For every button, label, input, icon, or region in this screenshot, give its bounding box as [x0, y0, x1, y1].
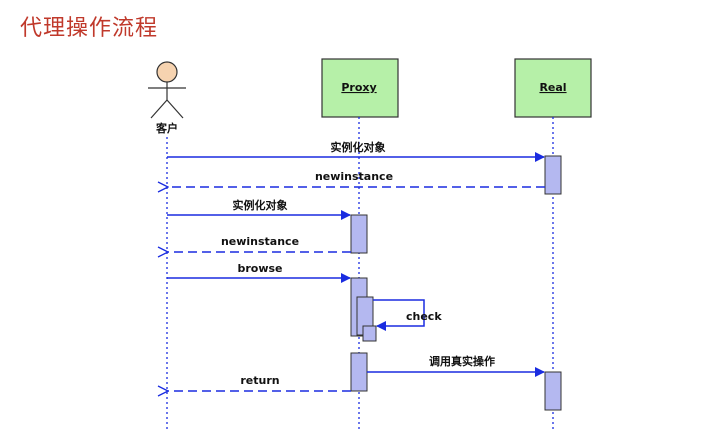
activation-proxy-check: [362, 325, 377, 342]
activation-real-2: [544, 371, 562, 411]
message-label-2: newinstance: [315, 170, 393, 183]
message-label-8: return: [240, 374, 279, 387]
page-title: 代理操作流程: [20, 16, 159, 41]
lifeline-proxy-label: Proxy: [341, 81, 376, 94]
activation-proxy-3: [350, 352, 368, 392]
message-label-4: newinstance: [221, 235, 299, 248]
message-label-5: browse: [237, 262, 282, 275]
lifeline-real-label: Real: [539, 81, 566, 94]
actor-client: 客户: [148, 61, 186, 135]
activation-proxy-1: [350, 214, 368, 254]
actor-head-icon: [156, 61, 178, 83]
message-arrow-6: [373, 299, 425, 331]
message-label-1: 实例化对象: [331, 140, 386, 154]
activation-real-1: [544, 155, 562, 195]
lifeline-real: Real: [514, 58, 592, 118]
message-label-3: 实例化对象: [233, 198, 288, 212]
message-label-7: 调用真实操作: [429, 354, 495, 368]
lifeline-proxy: Proxy: [321, 58, 399, 118]
message-label-6: check: [406, 310, 442, 323]
actor-label: 客户: [155, 121, 178, 135]
